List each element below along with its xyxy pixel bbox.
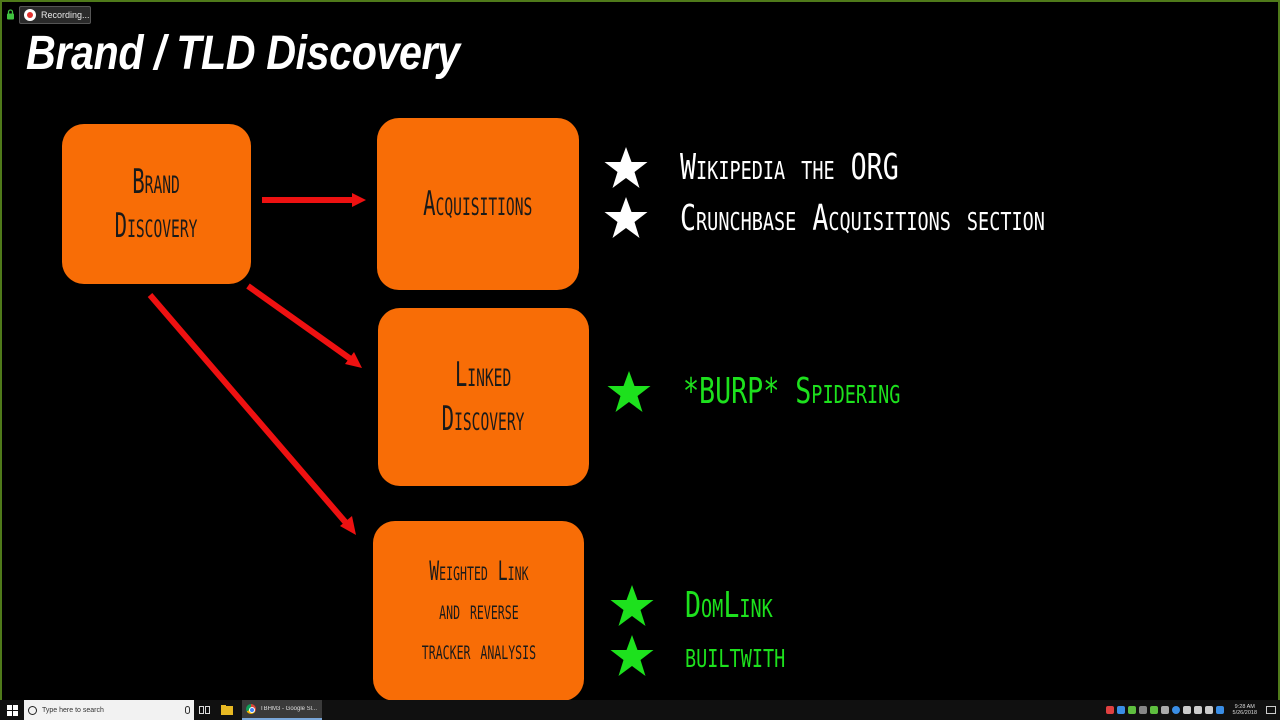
network-icon[interactable] — [1182, 706, 1191, 714]
bullet-burp-spidering: *BURP* Spidering — [683, 371, 901, 412]
tray-app-icon[interactable] — [1171, 706, 1180, 714]
file-explorer-button[interactable] — [216, 700, 238, 720]
weighted-box-line-1: Weighted Link — [428, 556, 529, 588]
tray-app-icon[interactable] — [1149, 706, 1158, 714]
start-button[interactable] — [0, 700, 24, 720]
weighted-box-line-3: tracker analysis — [421, 634, 536, 666]
tray-app-icon[interactable] — [1160, 706, 1169, 714]
taskbar-search-box[interactable]: Type here to search — [24, 700, 194, 720]
diagram-arrows — [147, 193, 366, 535]
green-star-icon — [610, 635, 654, 676]
recording-indicator[interactable]: Recording... — [19, 6, 91, 24]
task-view-button[interactable] — [194, 700, 216, 720]
taskbar-clock[interactable]: 9:28 AM 5/26/2018 — [1233, 704, 1257, 716]
slide-canvas: Recording... Brand / TLD Discovery Brand… — [0, 0, 1280, 700]
bullet-domlink: DomLink — [685, 585, 773, 626]
arrowhead-linked — [345, 352, 362, 368]
arrow-to-weighted — [147, 293, 350, 526]
bullet-wikipedia: Wikipedia the ORG — [680, 147, 899, 188]
bullet-crunchbase: Crunchbase Acquisitions section — [680, 198, 1045, 239]
white-star-icon — [604, 197, 648, 238]
taskbar: Type here to search TBHM3 - Google Sl...… — [0, 700, 1280, 720]
weighted-link-box: Weighted Link and reverse tracker analys… — [373, 521, 584, 701]
linked-discovery-box: Linked Discovery — [378, 308, 589, 486]
arrowhead-acquisitions — [352, 193, 366, 207]
taskbar-window-chrome[interactable]: TBHM3 - Google Sl... — [242, 700, 322, 720]
system-tray: 9:28 AM 5/26/2018 — [1105, 704, 1280, 716]
tray-app-icon[interactable] — [1138, 706, 1147, 714]
tray-app-icon[interactable] — [1116, 706, 1125, 714]
arrowhead-weighted — [340, 516, 356, 535]
volume-icon[interactable] — [1193, 706, 1202, 714]
file-explorer-icon — [221, 705, 233, 715]
linked-box-line-1: Linked — [455, 354, 512, 395]
notifications-icon[interactable] — [1266, 706, 1276, 714]
white-star-icon — [604, 147, 648, 188]
tray-app-icon[interactable] — [1105, 706, 1114, 714]
tray-app-icon[interactable] — [1215, 706, 1224, 714]
brand-box-line-1: Brand — [132, 161, 181, 202]
microphone-icon[interactable] — [185, 706, 190, 714]
search-icon — [28, 705, 37, 715]
language-icon[interactable] — [1204, 706, 1213, 714]
taskbar-window-label: TBHM3 - Google Sl... — [260, 706, 318, 712]
green-star-icon — [607, 371, 651, 412]
acquisitions-box: Acquisitions — [377, 118, 579, 290]
brand-discovery-box: Brand Discovery — [62, 124, 251, 284]
bullet-builtwith: builtwith — [685, 635, 786, 676]
chrome-icon — [246, 704, 256, 714]
green-star-icon — [610, 585, 654, 626]
windows-logo-icon — [6, 704, 18, 716]
task-view-icon — [199, 706, 210, 714]
clock-date: 5/26/2018 — [1232, 710, 1257, 716]
tray-app-icon[interactable] — [1127, 706, 1136, 714]
lock-icon — [7, 9, 14, 20]
linked-box-line-2: Discovery — [442, 399, 525, 439]
slide-title: Brand / TLD Discovery — [26, 27, 460, 80]
search-placeholder: Type here to search — [42, 706, 104, 714]
weighted-box-line-2: and reverse — [438, 595, 519, 627]
clock-time: 9:28 AM — [1234, 703, 1255, 710]
arrow-to-linked — [246, 283, 354, 363]
brand-box-line-2: Discovery — [115, 206, 198, 246]
recording-label: Recording... — [41, 10, 90, 20]
acquisitions-box-label: Acquisitions — [423, 183, 533, 224]
record-icon — [24, 9, 36, 21]
